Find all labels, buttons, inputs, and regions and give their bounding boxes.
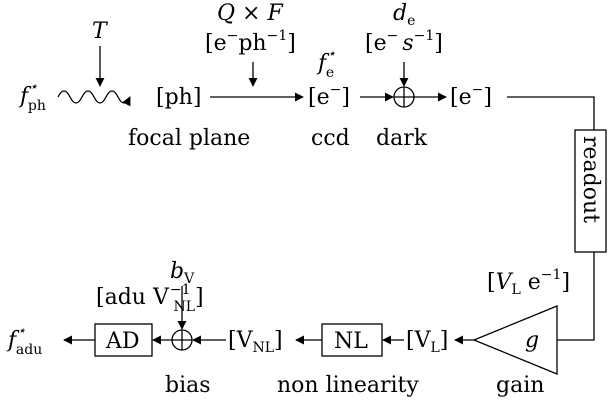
vl-label: [VL] bbox=[406, 328, 448, 356]
readout-box: readout bbox=[574, 129, 607, 253]
electrons-ccd-label: [e−] bbox=[308, 82, 350, 110]
nl-box: NL bbox=[321, 323, 383, 357]
electrons-total-label: [e−] bbox=[450, 82, 492, 110]
dark-current-units: [e−s−1] bbox=[365, 28, 443, 56]
photon-wave bbox=[57, 90, 131, 107]
qe-ff-label: Q × F bbox=[217, 1, 283, 26]
bias-label: bias bbox=[165, 373, 211, 398]
bias-adder bbox=[171, 329, 193, 351]
qe-ff-units: [e−ph−1] bbox=[205, 28, 296, 56]
ad-label: AD bbox=[105, 329, 140, 354]
dark-current-label: de bbox=[393, 1, 415, 29]
gain-amplifier: g bbox=[472, 305, 558, 375]
signal-f-ph: f⋆ph bbox=[18, 79, 46, 114]
temperature-label: T bbox=[92, 19, 109, 44]
nl-label: NL bbox=[334, 329, 368, 354]
signal-f-e: f⋆e bbox=[316, 46, 336, 81]
photons-label: [ph] bbox=[156, 85, 201, 110]
gain-symbol: g bbox=[525, 328, 539, 353]
readout-to-gain-line bbox=[557, 252, 595, 341]
gain-label: gain bbox=[496, 373, 544, 398]
vnl-label: [VNL] bbox=[228, 328, 283, 356]
bias-voltage-label: bV bbox=[170, 259, 195, 287]
e-to-readout-line bbox=[507, 96, 595, 130]
readout-label: readout bbox=[578, 136, 603, 223]
signal-f-adu: f⋆adu bbox=[6, 323, 42, 358]
ccd-label: ccd bbox=[311, 126, 350, 151]
dark-label: dark bbox=[376, 126, 428, 151]
non-linearity-label: non linearity bbox=[277, 373, 419, 398]
dark-adder bbox=[393, 86, 415, 108]
focal-plane-label: focal plane bbox=[128, 126, 250, 151]
ad-box: AD bbox=[94, 323, 153, 357]
gain-units: [VL e−1] bbox=[487, 267, 570, 298]
